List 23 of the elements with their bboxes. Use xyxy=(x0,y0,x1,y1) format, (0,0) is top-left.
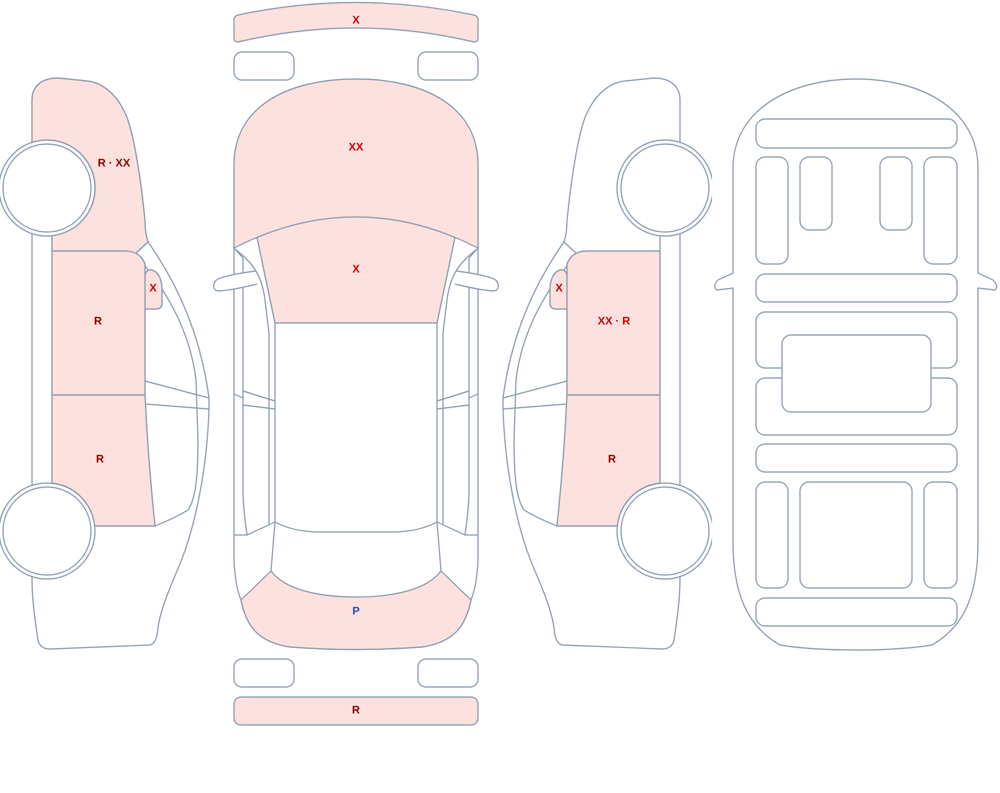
damage-code: X xyxy=(555,284,563,294)
damage-code: R xyxy=(94,316,102,328)
front-bumper-panel xyxy=(232,0,480,44)
front-fender-panel xyxy=(31,77,150,253)
rear-bumper-panel xyxy=(233,696,479,726)
damage-code: XX xyxy=(348,142,364,154)
damage-code: XX · R xyxy=(598,316,630,328)
damage-code: P xyxy=(352,606,360,618)
windshield-panel xyxy=(255,215,457,325)
trunk-lid-panel xyxy=(239,569,473,651)
damage-code: R xyxy=(96,454,104,466)
damage-code: R xyxy=(352,706,360,716)
damage-code: X xyxy=(149,284,157,294)
front-door-panel xyxy=(51,250,146,396)
side-mirror-panel xyxy=(549,268,568,310)
rear-door-panel xyxy=(556,394,661,527)
damage-code: X xyxy=(352,16,360,26)
front-door-panel xyxy=(566,250,661,396)
hood-panel xyxy=(232,78,480,250)
damage-code: X xyxy=(352,264,360,276)
damage-code: R · XX xyxy=(98,158,130,170)
damage-code: R xyxy=(608,454,616,466)
rear-door-panel xyxy=(51,394,156,527)
